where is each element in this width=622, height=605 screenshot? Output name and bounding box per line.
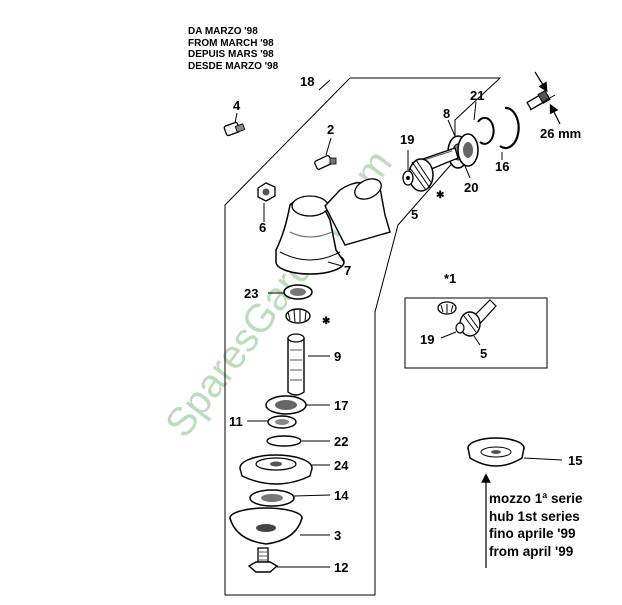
- washer-14: [249, 489, 295, 507]
- callout-18: 18: [300, 74, 314, 89]
- circlip-16: [499, 106, 520, 150]
- callout-9: 9: [334, 349, 341, 364]
- hub-note-line-2: hub 1st series: [489, 508, 580, 524]
- hub-note-line-1: mozzo 1ª serie: [489, 491, 583, 506]
- cup-3: [229, 507, 303, 545]
- nut-6: [257, 182, 276, 202]
- callout-20: 20: [464, 180, 478, 195]
- leader-2: [325, 137, 332, 156]
- callout-15: 15: [568, 453, 582, 468]
- note-line-es: DESDE MARZO '98: [188, 60, 279, 72]
- note-line-fr: DEPUIS MARS '98: [188, 49, 274, 61]
- callout-19: 19: [400, 132, 414, 147]
- callout-6: 6: [259, 220, 266, 235]
- washer-23: [283, 284, 313, 300]
- leader-15: [523, 457, 563, 461]
- leader-7: [327, 261, 343, 267]
- callout-4: 4: [233, 98, 241, 113]
- leader-14: [293, 494, 331, 497]
- screw-2: [314, 155, 337, 170]
- date-notes: DA MARZO '98 FROM MARCH '98 DEPUIS MARS …: [188, 26, 278, 72]
- callout-7: 7: [344, 263, 351, 278]
- callout-11: 11: [229, 414, 243, 429]
- callout-17: 17: [334, 398, 348, 413]
- leader-4: [234, 112, 238, 124]
- nut-19: [402, 170, 414, 186]
- callout-5: 5: [411, 207, 418, 222]
- inset-callout-5: 5: [480, 346, 487, 361]
- dimension-arrow-bottom: [549, 103, 561, 125]
- inset-callout-1: *1: [444, 271, 456, 286]
- leader-8: [447, 119, 456, 137]
- leader-20: [464, 165, 471, 179]
- callout-8: 8: [443, 106, 450, 121]
- dimension-arrow-top: [534, 71, 548, 93]
- inset-callout-19: 19: [420, 332, 434, 347]
- callout-21: 21: [470, 88, 484, 103]
- bevel-gear: [285, 308, 311, 324]
- bolt-12: [247, 547, 279, 573]
- callout-23: 23: [244, 286, 258, 301]
- hub-15: [467, 437, 525, 467]
- leader-21: [473, 101, 477, 121]
- inset-pinion-assembly: [437, 299, 497, 337]
- callout-12: 12: [334, 560, 348, 575]
- asterisk-mark-2: ✱: [322, 316, 331, 327]
- hub-series-note: mozzo 1ª serie hub 1st series fino april…: [489, 490, 583, 560]
- ring-22: [266, 435, 302, 447]
- dimension-line: [529, 94, 556, 111]
- spacer-11: [267, 415, 297, 429]
- bearing-17: [265, 395, 307, 415]
- callout-3: 3: [334, 528, 341, 543]
- bolt-4: [223, 121, 246, 137]
- dimension-label: 26 mm: [540, 126, 581, 141]
- callout-2: 2: [327, 122, 334, 137]
- leader-18: [318, 79, 331, 91]
- inset-leader-19: [440, 331, 457, 339]
- snap-ring-21: [477, 116, 495, 145]
- inset-leader-5: [473, 335, 481, 346]
- note-line-it: DA MARZO '98: [188, 26, 258, 37]
- note-line-en: FROM MARCH '98: [188, 37, 274, 49]
- hub-plate-24: [239, 454, 313, 485]
- gearhead-housing-7: [275, 178, 391, 275]
- asterisk-mark: ✱: [436, 190, 445, 201]
- callout-24: 24: [334, 458, 349, 473]
- shaft-9: [287, 333, 305, 396]
- callout-16: 16: [495, 159, 509, 174]
- hub-note-line-4: from april '99: [489, 543, 574, 559]
- hub-note-line-3: fino aprile '99: [489, 526, 576, 541]
- callout-14: 14: [334, 488, 349, 503]
- assembly-boundary: [224, 77, 502, 596]
- callout-22: 22: [334, 434, 348, 449]
